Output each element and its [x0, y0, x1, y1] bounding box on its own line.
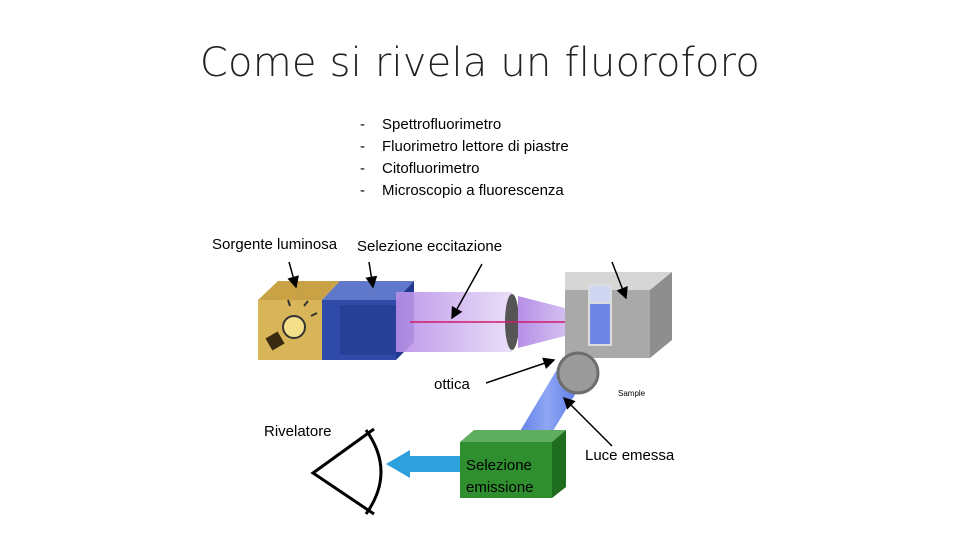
sample-chamber: [565, 272, 672, 358]
lightbulb-icon: [265, 299, 318, 351]
page-title: Come si rivela un fluoroforo: [199, 40, 761, 86]
list-item: -Spettrofluorimetro: [360, 116, 502, 133]
sample-label: Sample: [618, 389, 646, 398]
emission-selection-box: [460, 430, 566, 498]
optics-label: ottica: [434, 376, 470, 393]
emission-selection-label: Selezione emissione: [466, 457, 534, 496]
detector-eye-icon: [310, 427, 383, 516]
emitted-light-label: Luce emessa: [585, 447, 675, 464]
excitation-beam: [396, 292, 596, 352]
detection-arrow: [386, 450, 460, 478]
callout-arrow: [451, 263, 483, 320]
callout-arrow: [365, 261, 378, 289]
detector-label: Rivelatore: [264, 423, 332, 440]
light-source-box: [258, 281, 340, 360]
excitation-selection-label: Selezione eccitazione: [357, 238, 503, 255]
callout-arrow: [611, 261, 628, 300]
list-item: -Fluorimetro lettore di piastre: [360, 138, 569, 155]
list-item: -Microscopio a fluorescenza: [360, 182, 564, 199]
methods-list: -Spettrofluorimetro -Fluorimetro lettore…: [360, 114, 569, 202]
callout-arrow: [485, 357, 556, 384]
list-item: -Citofluorimetro: [360, 160, 480, 177]
callout-arrow: [562, 396, 613, 447]
light-source-label: Sorgente luminosa: [212, 236, 338, 253]
callout-arrow: [287, 261, 299, 289]
